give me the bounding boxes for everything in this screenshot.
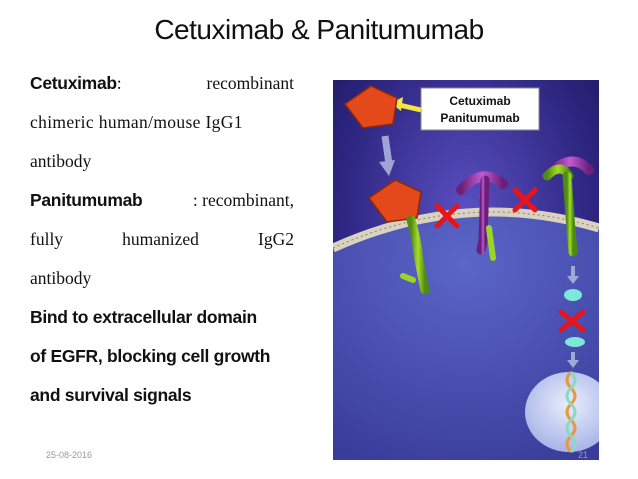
signal-molecule-1 [564,289,582,301]
label-panitumumab: Panitumumab [440,111,519,125]
colon: : [116,73,122,93]
signal-molecule-2 [565,337,585,347]
line-4-rest: : recombinant, [192,190,294,210]
blocked-x-icon-3 [558,309,586,333]
blocked-x-icon-2 [512,187,538,213]
label-cetuximab: Cetuximab [449,94,510,108]
egfr-receptor-1 [406,215,430,295]
drug-label-box [420,87,540,131]
cetuximab-term: Cetuximab [30,73,117,93]
line-4: Panitumumab : recombinant, [30,181,294,220]
line-2: chimeric human/mouse IgG1 [30,103,294,142]
down-arrow-icon [381,135,393,165]
line-2-text: chimeric human/mouse IgG1 [30,112,243,132]
line-1: Cetuximab: recombinant [30,64,294,103]
blocked-x-icon-1 [434,203,460,229]
line-5-word-1: fully [30,229,64,249]
line-5-word-3: IgG2 [258,229,294,249]
line-9: and survival signals [30,385,192,405]
body-text: Cetuximab: recombinant chimeric human/mo… [30,64,294,415]
dna-helix-icon [565,370,577,454]
line-1-rest: recombinant [206,73,294,93]
line-7: Bind to extracellular domain [30,307,257,327]
line-5-word-2: humanized [122,229,199,249]
panitumumab-term: Panitumumab [30,190,143,210]
egfr-mechanism-figure: Cetuximab Panitumumab [333,80,599,460]
line-8: of EGFR, blocking cell growth [30,346,271,366]
line-5: fully humanized IgG2 [30,220,294,259]
footer-date: 25-08-2016 [46,450,93,460]
footer-page-number: 21 [578,450,589,460]
line-6: antibody [30,268,92,288]
cell-nucleus [525,372,599,452]
antibody-free-icon [343,85,398,129]
slide-title: Cetuximab & Panitumumab [154,14,484,45]
line-3: antibody [30,151,92,171]
antibody-bound-icon [367,179,422,223]
